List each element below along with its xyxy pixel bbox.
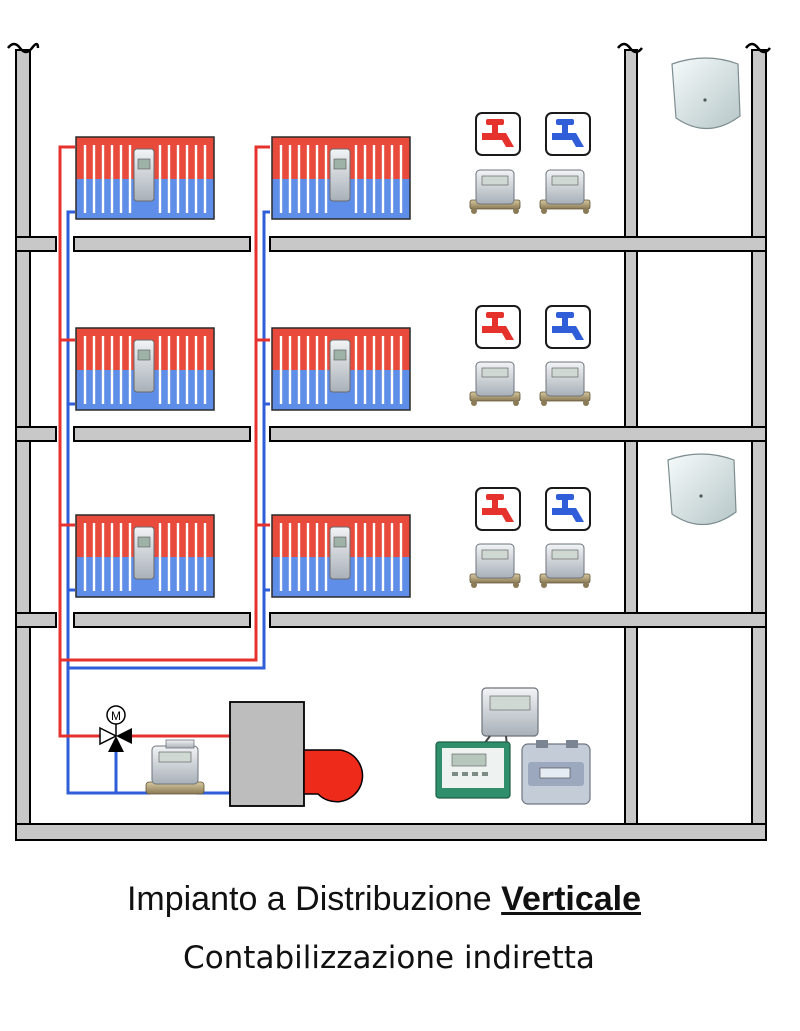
diagram-subtitle: Contabilizzazione indiretta [183,940,595,976]
right-wall [751,49,767,841]
slab-floor-1-mid [73,612,251,628]
gas-meter [521,740,591,805]
left-wall [15,49,31,841]
slab-floor-3-left [15,236,57,252]
slab-floor-2-mid [73,426,251,442]
meter-reader [477,687,539,757]
radiator-floor-2-right [270,326,412,412]
radiator-floor-1-left [74,513,216,599]
water-meter-floor-1-cold [539,543,591,589]
hot-water-tap-icon [475,112,521,156]
slab-floor-2-left [15,426,57,442]
central-controller [435,741,511,799]
slab-floor-1-left [15,612,57,628]
valve-motor-label: M [111,709,121,723]
supply-pipes [58,145,270,738]
water-meter-floor-2-cold [539,361,591,407]
diagram-title: Impianto a Distribuzione Verticale [0,880,768,919]
diagram-title-emphasis: Verticale [501,880,642,918]
water-meter-floor-3-hot [469,169,521,215]
water-meter-floor-2-hot [469,361,521,407]
radiator-floor-3-right [270,135,412,221]
water-meter-floor-1-hot [469,543,521,589]
wall-unit-floor-3 [671,57,741,130]
water-meter-floor-3-cold [539,169,591,215]
slab-floor-1-right [269,612,767,628]
radiator-floor-3-left [74,135,216,221]
boiler [229,701,305,807]
ground-slab [15,823,767,841]
wall-unit-floor-1 [667,453,737,526]
slab-floor-2-right [269,426,767,442]
heating-distribution-diagram: M [7,42,771,841]
radiator-floor-1-right [270,513,412,599]
heat-meter [145,739,205,795]
slab-floor-3-mid [73,236,251,252]
slab-floor-3-right [269,236,767,252]
cold-water-tap-icon [545,112,591,156]
diagram-title-prefix: Impianto a Distribuzione [126,880,502,918]
radiator-floor-2-left [74,326,216,412]
motorized-three-way-valve: M [99,705,132,752]
building-structure [15,49,767,841]
burner [303,749,364,803]
wall-break-marks [7,42,771,54]
